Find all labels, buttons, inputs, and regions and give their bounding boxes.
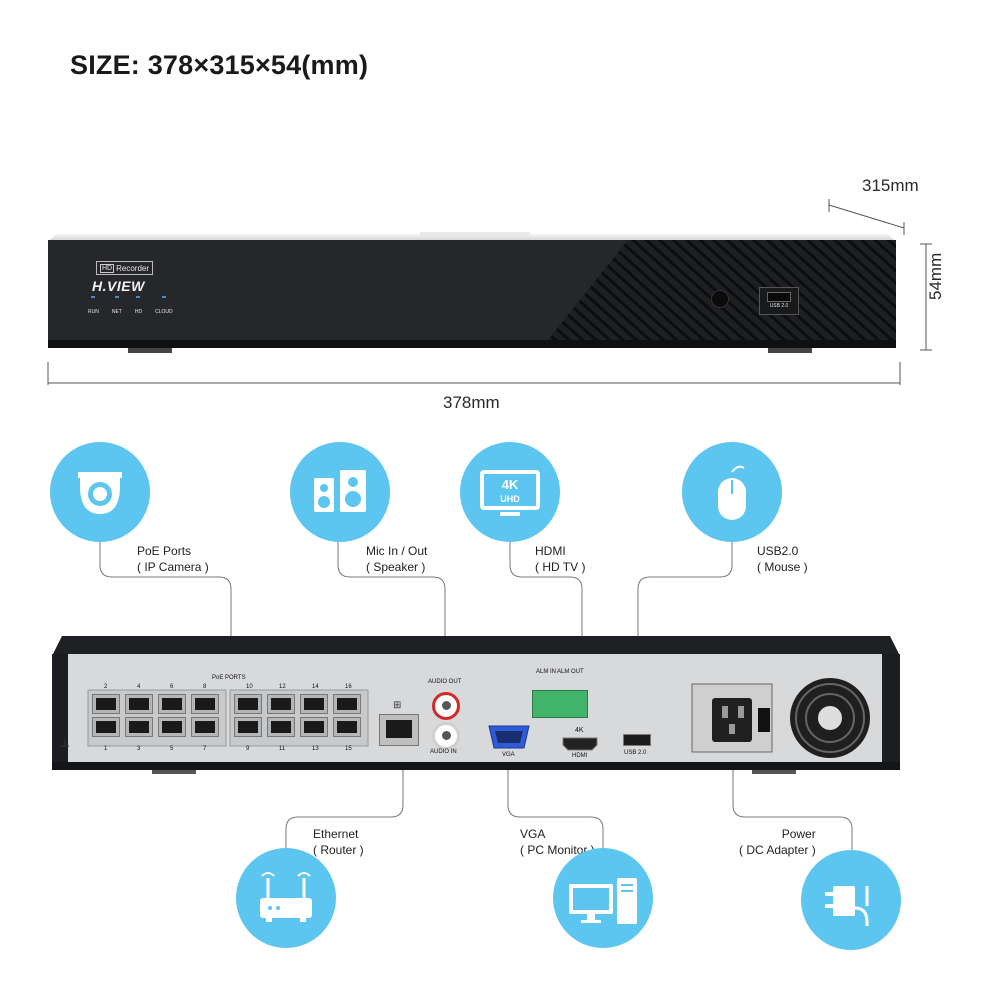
recorder-text: Recorder xyxy=(116,263,150,273)
poe-port-number: 14 xyxy=(312,684,319,690)
callout-mic-circle xyxy=(290,442,390,542)
router-icon xyxy=(260,872,312,922)
callout-vga-label: VGA ( PC Monitor ) xyxy=(520,827,595,857)
callout-vga-circle xyxy=(553,848,653,948)
tv-uhd-text: UHD xyxy=(500,494,520,504)
poe-port[interactable] xyxy=(191,694,219,714)
poe-port[interactable] xyxy=(125,717,153,737)
poe-port[interactable] xyxy=(300,694,328,714)
alarm-out-label: ALM OUT xyxy=(557,669,584,675)
poe-port-number: 11 xyxy=(279,746,286,752)
network-icon: ⊞ xyxy=(393,700,402,711)
audio-out-label: AUDIO OUT xyxy=(428,679,462,685)
callout-usb-circle xyxy=(682,442,782,542)
poe-port-number: 2 xyxy=(104,684,108,690)
ir-receiver-icon xyxy=(711,290,729,308)
hdmi-label: HDMI xyxy=(572,753,588,759)
rear-usb-label: USB 2.0 xyxy=(624,750,647,756)
callout-usb-label: USB2.0 ( Mouse ) xyxy=(757,544,808,574)
poe-port-number: 4 xyxy=(137,684,141,690)
size-title: SIZE: 378×315×54(mm) xyxy=(70,50,369,80)
poe-port-number: 7 xyxy=(203,746,207,752)
poe-port-number: 1 xyxy=(104,746,108,752)
poe-port[interactable] xyxy=(158,694,186,714)
poe-port-number: 3 xyxy=(137,746,141,752)
depth-label: 315mm xyxy=(862,176,919,195)
poe-port[interactable] xyxy=(267,717,295,737)
poe-port-number: 13 xyxy=(312,746,319,752)
mouse-icon xyxy=(718,465,746,520)
callout-power-circle xyxy=(801,850,901,950)
hd-badge: HD xyxy=(100,263,115,273)
poe-port[interactable] xyxy=(267,694,295,714)
led-cloud: CLOUD xyxy=(155,296,173,318)
led-hd: HD xyxy=(135,296,142,318)
callout-ethernet-label: Ethernet ( Router ) xyxy=(313,827,364,857)
callout-hdmi-label: HDMI ( HD TV ) xyxy=(535,544,586,574)
vga-label: VGA xyxy=(502,752,515,758)
hdmi-4k-label: 4K xyxy=(575,727,584,734)
poe-port[interactable] xyxy=(125,694,153,714)
poe-port[interactable] xyxy=(333,694,361,714)
4k-tv-icon: 4K UHD xyxy=(480,470,540,516)
poe-title: PoE PORTS xyxy=(212,675,246,681)
callout-power-label: Power ( DC Adapter ) xyxy=(739,827,816,857)
led-indicators: RUN NET HD CLOUD xyxy=(88,296,173,318)
poe-port-number: 9 xyxy=(246,746,250,752)
poe-port-number: 16 xyxy=(345,684,352,690)
power-adapter-icon xyxy=(825,886,869,926)
led-net: NET xyxy=(112,296,122,318)
poe-port-number: 8 xyxy=(203,684,207,690)
vga-port[interactable] xyxy=(487,724,531,750)
poe-port-number: 15 xyxy=(345,746,352,752)
audio-in-label: AUDIO IN xyxy=(430,749,457,755)
speaker-icon xyxy=(314,470,366,512)
led-run: RUN xyxy=(88,296,99,318)
width-label: 378mm xyxy=(443,393,500,412)
poe-port[interactable] xyxy=(333,717,361,737)
brand-logo: H.VIEW xyxy=(92,278,145,294)
callout-mic-label: Mic In / Out ( Speaker ) xyxy=(366,544,428,574)
tv-4k-text: 4K xyxy=(502,477,519,492)
dome-camera-icon xyxy=(78,472,122,514)
pc-monitor-icon xyxy=(569,878,637,924)
front-usb-port[interactable]: USB 2.0 xyxy=(759,287,799,315)
rear-usb-port[interactable] xyxy=(623,734,651,746)
poe-port[interactable] xyxy=(92,717,120,737)
poe-port-number: 10 xyxy=(246,684,253,690)
callout-hdmi-circle: 4K UHD xyxy=(460,442,560,542)
poe-port-number: 6 xyxy=(170,684,174,690)
hdmi-port[interactable] xyxy=(562,737,598,751)
poe-port[interactable] xyxy=(234,717,262,737)
callout-ethernet-circle xyxy=(236,848,336,948)
poe-port[interactable] xyxy=(234,694,262,714)
recorder-badge: HD Recorder xyxy=(96,261,154,275)
poe-port[interactable] xyxy=(92,694,120,714)
poe-port[interactable] xyxy=(300,717,328,737)
audio-in-port[interactable] xyxy=(432,722,460,750)
poe-port[interactable] xyxy=(191,717,219,737)
alarm-in-label: ALM IN xyxy=(536,669,557,675)
poe-port[interactable] xyxy=(158,717,186,737)
alarm-terminal-block[interactable] xyxy=(532,690,588,718)
poe-port-number: 12 xyxy=(279,684,286,690)
poe-port-number: 5 xyxy=(170,746,174,752)
callout-poe-label: PoE Ports ( IP Camera ) xyxy=(137,544,209,574)
nvr-front-view xyxy=(48,232,896,353)
ethernet-port[interactable] xyxy=(379,714,419,746)
callout-poe-circle xyxy=(50,442,150,542)
audio-out-port[interactable] xyxy=(432,692,460,720)
